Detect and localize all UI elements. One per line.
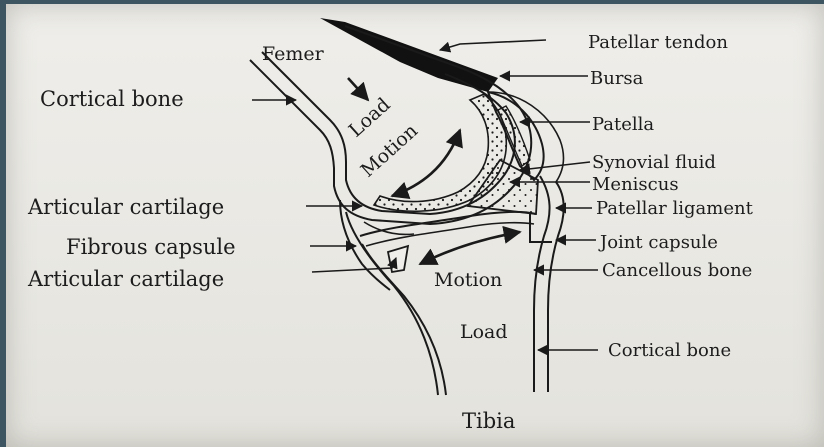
label-joint-capsule: Joint capsule [598,232,718,253]
load-arrow-top [348,78,368,100]
label-patella: Patella [592,114,654,135]
patellar-tendon-shape [320,18,498,92]
fibrous-capsule-line [340,200,390,290]
label-fibrous-capsule: Fibrous capsule [66,235,236,259]
label-femur: Femer [262,43,325,65]
label-cancellous-bone: Cancellous bone [602,260,752,281]
inner-load-bottom: Load [460,321,508,343]
motion-arrow-bottom [420,232,520,264]
label-meniscus: Meniscus [592,174,679,195]
inner-load-top: Load [345,94,395,142]
label-patellar-ligament: Patellar ligament [596,198,754,219]
inner-motion-bottom: Motion [434,269,502,291]
label-cortical-bone-right: Cortical bone [608,340,731,361]
anterior-capsule [548,182,564,392]
label-synovial-fluid: Synovial fluid [592,152,716,173]
label-articular-cartilage-2: Articular cartilage [27,267,224,291]
label-tibia: Tibia [462,409,515,433]
label-cortical-bone-left: Cortical bone [40,87,184,111]
label-bursa: Bursa [590,68,644,89]
leader-lines [252,40,598,350]
label-patellar-tendon: Patellar tendon [588,32,728,53]
label-articular-cartilage-1: Articular cartilage [27,195,224,219]
